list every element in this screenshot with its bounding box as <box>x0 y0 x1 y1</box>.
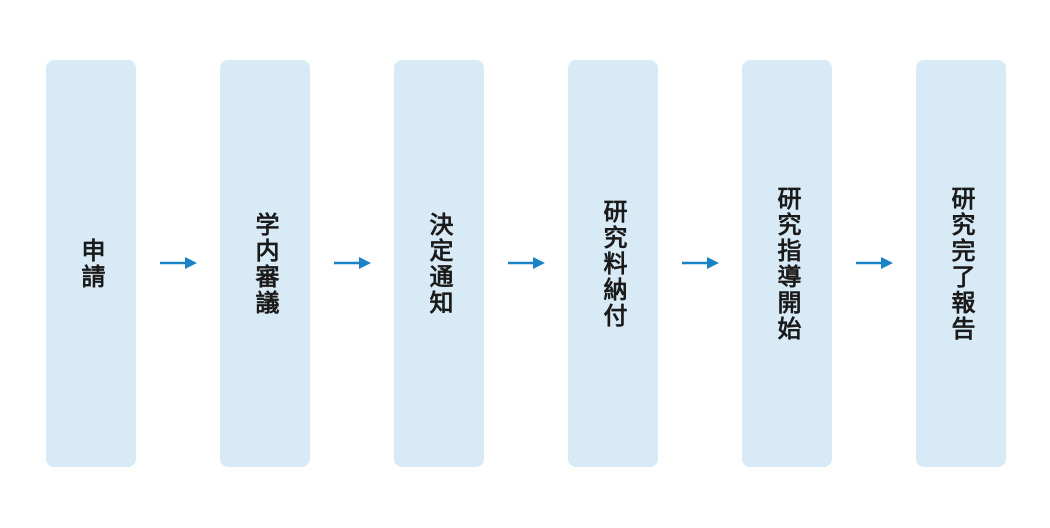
step-6-label: 研究完了報告 <box>947 185 975 342</box>
step-6-box: 研究完了報告 <box>916 60 1006 467</box>
step-4-label: 研究料納付 <box>599 198 627 329</box>
step-2-box: 学内審議 <box>220 60 310 467</box>
right-arrow-icon <box>508 253 546 273</box>
step-4-box: 研究料納付 <box>568 60 658 467</box>
step-1-label: 申請 <box>77 237 105 290</box>
step-5-box: 研究指導開始 <box>742 60 832 467</box>
step-1-box: 申請 <box>46 60 136 467</box>
right-arrow-icon <box>856 253 894 273</box>
step-3-box: 決定通知 <box>394 60 484 467</box>
step-3-label: 決定通知 <box>425 211 453 316</box>
right-arrow-icon <box>682 253 720 273</box>
right-arrow-icon <box>334 253 372 273</box>
right-arrow-icon <box>160 253 198 273</box>
step-5-label: 研究指導開始 <box>773 185 801 342</box>
step-2-label: 学内審議 <box>251 211 279 316</box>
